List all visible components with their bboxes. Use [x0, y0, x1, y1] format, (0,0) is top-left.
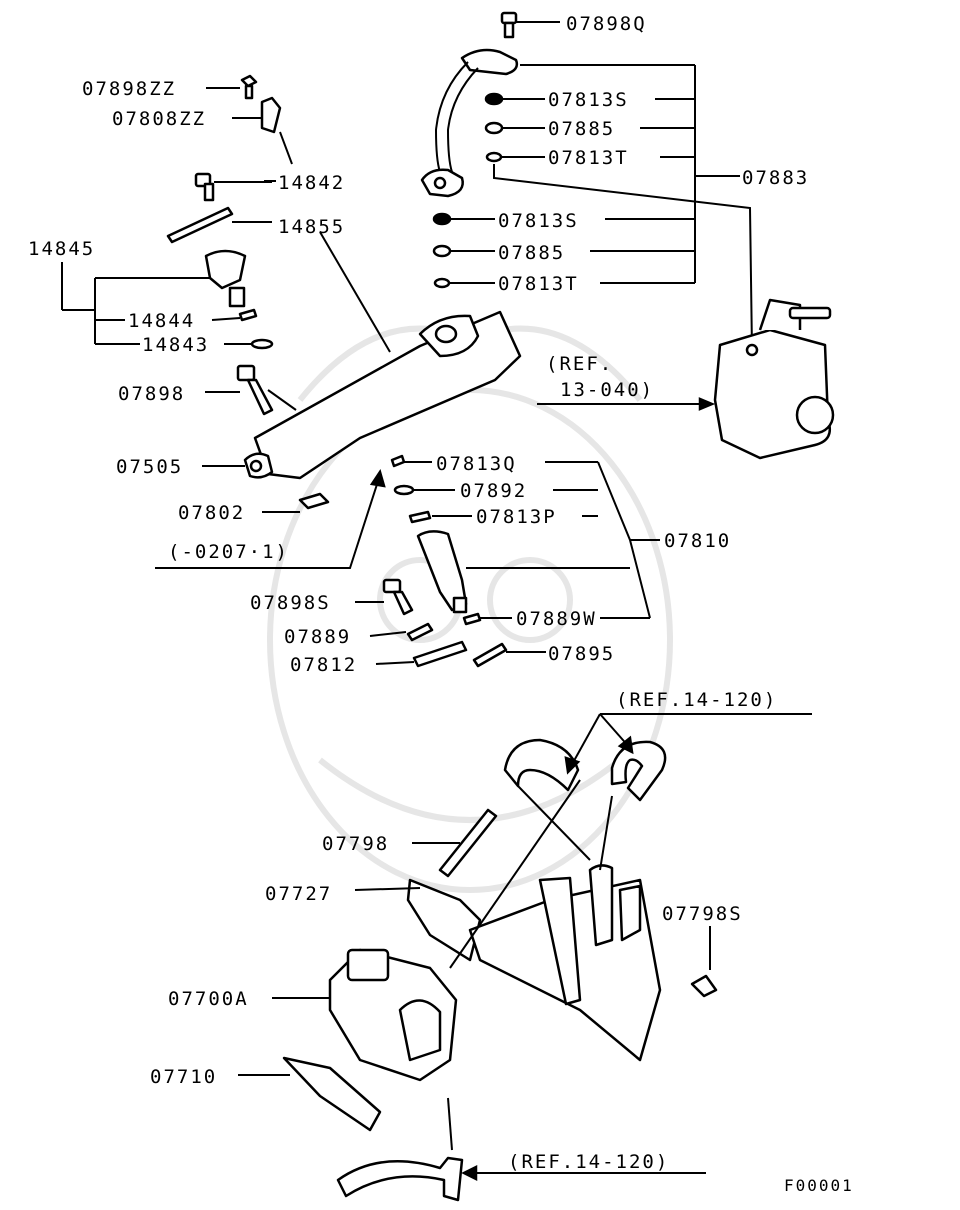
throttle-body-group: [282, 738, 718, 1202]
leader-lines: [61, 87, 812, 1182]
label-07813S-top: 07813S: [548, 89, 629, 111]
label-07885-top: 07885: [548, 118, 615, 140]
label-07889: 07889: [284, 626, 351, 648]
label-07898: 07898: [118, 383, 185, 405]
label-07895: 07895: [548, 643, 615, 665]
label-14844: 14844: [128, 310, 195, 332]
label-07808ZZ: 07808ZZ: [112, 108, 206, 130]
label-07883: 07883: [742, 167, 809, 189]
label-07813T-bottom: 07813T: [498, 273, 579, 295]
diagram-code: F00001: [784, 1176, 854, 1195]
label-07898ZZ: 07898ZZ: [82, 78, 176, 100]
label-07710: 07710: [150, 1066, 217, 1088]
label-07812: 07812: [290, 654, 357, 676]
label-07802: 07802: [178, 502, 245, 524]
ref-13-040-line1: (REF.: [546, 353, 613, 375]
label-07798: 07798: [322, 833, 389, 855]
label-07898Q: 07898Q: [566, 13, 647, 35]
label-07813S-bottom: 07813S: [498, 210, 579, 232]
label-07798S: 07798S: [662, 903, 743, 925]
label-14843: 14843: [142, 334, 209, 356]
label-07810: 07810: [664, 530, 731, 552]
fuel-pipe-assembly: [420, 11, 753, 351]
fuel-pump: [537, 298, 835, 460]
part-labels: 07898Q 07898ZZ 07808ZZ 07813S 07885 0781…: [28, 13, 854, 1195]
label-07889W: 07889W: [516, 608, 597, 630]
label-14842: 14842: [278, 172, 345, 194]
label-07700A: 07700A: [168, 988, 249, 1010]
ref-14-120-bottom: (REF.14-120): [508, 1151, 669, 1173]
fuel-rail-group: [166, 74, 522, 510]
ref-14-120-top: (REF.14-120): [616, 689, 777, 711]
label-07813T-top: 07813T: [548, 147, 629, 169]
label-14845: 14845: [28, 238, 95, 260]
label-07505: 07505: [116, 456, 183, 478]
label-07898S: 07898S: [250, 592, 331, 614]
label-07892: 07892: [460, 480, 527, 502]
label-07813P: 07813P: [476, 506, 557, 528]
label-07813Q: 07813Q: [436, 453, 517, 475]
date-note: (-0207·1): [168, 541, 289, 563]
ref-13-040-line2: 13-040): [560, 379, 654, 401]
label-07885-bottom: 07885: [498, 242, 565, 264]
label-07727: 07727: [265, 883, 332, 905]
label-14855: 14855: [278, 216, 345, 238]
